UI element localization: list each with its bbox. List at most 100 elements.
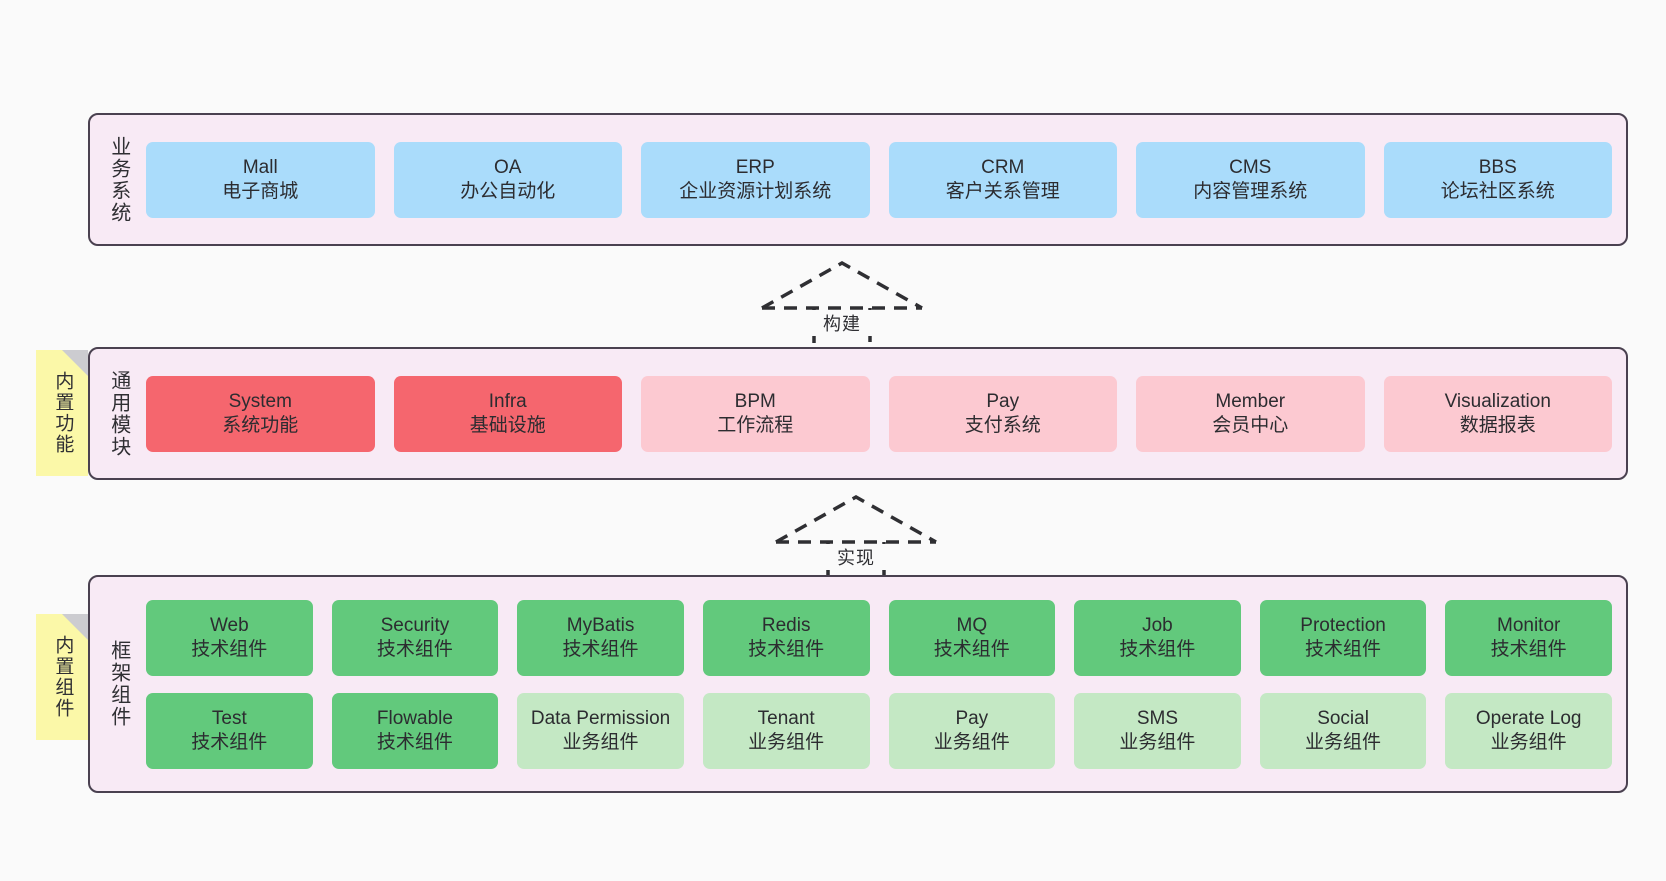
node-flowable[interactable]: Flowable 技术组件 [331,692,499,769]
node-mybatis[interactable]: MyBatis 技术组件 [517,599,684,676]
node-subtitle: 业务组件 [748,731,825,753]
node-mall[interactable]: Mall 电子商城 [146,141,375,218]
note-text: 内置功能 [52,371,74,455]
note-built-in-components: 内置组件 [36,614,88,740]
node-member[interactable]: Member 会员中心 [1136,375,1365,452]
node-title: Tenant [757,707,815,729]
node-title: Flowable [376,707,453,729]
node-system[interactable]: System 系统功能 [146,375,375,452]
node-title: System [228,390,292,412]
node-subtitle: 内容管理系统 [1193,180,1308,202]
node-security[interactable]: Security 技术组件 [331,599,499,676]
node-subtitle: 工作流程 [717,414,794,436]
layer-label-framework-components: 框架组件 [107,640,130,728]
node-row: Test 技术组件 Flowable 技术组件 Data Permission … [146,692,1612,769]
node-bpm[interactable]: BPM 工作流程 [641,375,870,452]
node-protection[interactable]: Protection 技术组件 [1259,599,1427,676]
node-crm[interactable]: CRM 客户关系管理 [888,141,1117,218]
node-subtitle: 客户关系管理 [945,180,1060,202]
node-title: Infra [488,390,527,412]
node-title: Redis [761,614,811,636]
node-title: Mall [242,156,278,178]
node-title: Data Permission [530,707,671,729]
node-monitor[interactable]: Monitor 技术组件 [1445,599,1612,676]
node-pay-module[interactable]: Pay 支付系统 [888,375,1117,452]
node-subtitle: 企业资源计划系统 [679,180,832,202]
node-pay-component[interactable]: Pay 业务组件 [888,692,1056,769]
node-subtitle: 系统功能 [222,414,299,436]
node-subtitle: 技术组件 [562,638,639,660]
node-title: MQ [956,614,988,636]
node-title: Monitor [1497,614,1561,636]
connector-label: 实现 [771,544,941,570]
node-subtitle: 论坛社区系统 [1440,180,1555,202]
node-test[interactable]: Test 技术组件 [146,692,313,769]
node-title: OA [494,156,522,178]
node-operate-log[interactable]: Operate Log 业务组件 [1445,692,1612,769]
node-web[interactable]: Web 技术组件 [146,599,313,676]
node-subtitle: 会员中心 [1212,414,1289,436]
node-bbs[interactable]: BBS 论坛社区系统 [1383,141,1612,218]
node-subtitle: 基础设施 [469,414,546,436]
connector-implement: 实现 [771,492,941,588]
connector-build: 构建 [757,258,927,354]
arrow-head-path [761,260,923,310]
node-subtitle: 电子商城 [222,180,299,202]
node-title: Protection [1300,614,1386,636]
node-title: Pay [955,707,989,729]
node-redis[interactable]: Redis 技术组件 [702,599,870,676]
node-subtitle: 业务组件 [1119,731,1196,753]
node-subtitle: 技术组件 [1490,638,1567,660]
node-job[interactable]: Job 技术组件 [1074,599,1241,676]
layer-label-common-modules: 通用模块 [107,369,130,458]
node-title: Pay [986,390,1020,412]
note-fold-corner [62,614,88,640]
node-title: CRM [981,156,1025,178]
node-title: Visualization [1444,390,1551,412]
node-title: Operate Log [1475,707,1582,729]
node-oa[interactable]: OA 办公自动化 [393,141,622,218]
note-built-in-functions: 内置功能 [36,350,88,476]
arrow-head-path [775,494,937,544]
node-visualization[interactable]: Visualization 数据报表 [1383,375,1612,452]
node-erp[interactable]: ERP 企业资源计划系统 [641,141,870,218]
node-subtitle: 技术组件 [933,638,1010,660]
node-social[interactable]: Social 业务组件 [1259,692,1427,769]
node-subtitle: 业务组件 [1305,731,1382,753]
layer-business-systems: 业务系统 Mall 电子商城 OA 办公自动化 ERP 企业资源计划系统 CRM [88,113,1628,246]
node-title: Test [211,707,247,729]
connector-label: 构建 [757,310,927,336]
node-title: Job [1142,614,1173,636]
node-row: Mall 电子商城 OA 办公自动化 ERP 企业资源计划系统 CRM 客户关系… [146,141,1612,218]
node-title: BPM [734,390,776,412]
node-subtitle: 业务组件 [933,731,1010,753]
layer-body-common-modules: System 系统功能 Infra 基础设施 BPM 工作流程 Pay 支付系统… [146,349,1626,478]
node-title: MyBatis [566,614,635,636]
node-title: Member [1215,390,1286,412]
node-subtitle: 技术组件 [1119,638,1196,660]
node-tenant[interactable]: Tenant 业务组件 [702,692,870,769]
node-mq[interactable]: MQ 技术组件 [888,599,1056,676]
node-subtitle: 业务组件 [562,731,639,753]
layer-body-framework-components: Web 技术组件 Security 技术组件 MyBatis 技术组件 Redi… [146,577,1626,791]
node-title: Security [380,614,450,636]
node-row: Web 技术组件 Security 技术组件 MyBatis 技术组件 Redi… [146,599,1612,676]
node-sms[interactable]: SMS 业务组件 [1074,692,1241,769]
node-infra[interactable]: Infra 基础设施 [393,375,622,452]
node-title: BBS [1478,156,1517,178]
node-subtitle: 办公自动化 [460,180,556,202]
node-data-permission[interactable]: Data Permission 业务组件 [517,692,684,769]
node-subtitle: 技术组件 [376,638,453,660]
layer-body-business-systems: Mall 电子商城 OA 办公自动化 ERP 企业资源计划系统 CRM 客户关系… [146,115,1626,244]
node-cms[interactable]: CMS 内容管理系统 [1136,141,1365,218]
layer-framework-components: 框架组件 Web 技术组件 Security 技术组件 MyBatis 技术组件… [88,575,1628,793]
note-text: 内置组件 [52,635,74,719]
node-subtitle: 技术组件 [191,638,268,660]
node-subtitle: 技术组件 [1305,638,1382,660]
node-title: ERP [735,156,775,178]
node-subtitle: 技术组件 [748,638,825,660]
node-subtitle: 数据报表 [1459,414,1536,436]
node-subtitle: 技术组件 [376,731,453,753]
layer-label-business-systems: 业务系统 [107,135,130,224]
